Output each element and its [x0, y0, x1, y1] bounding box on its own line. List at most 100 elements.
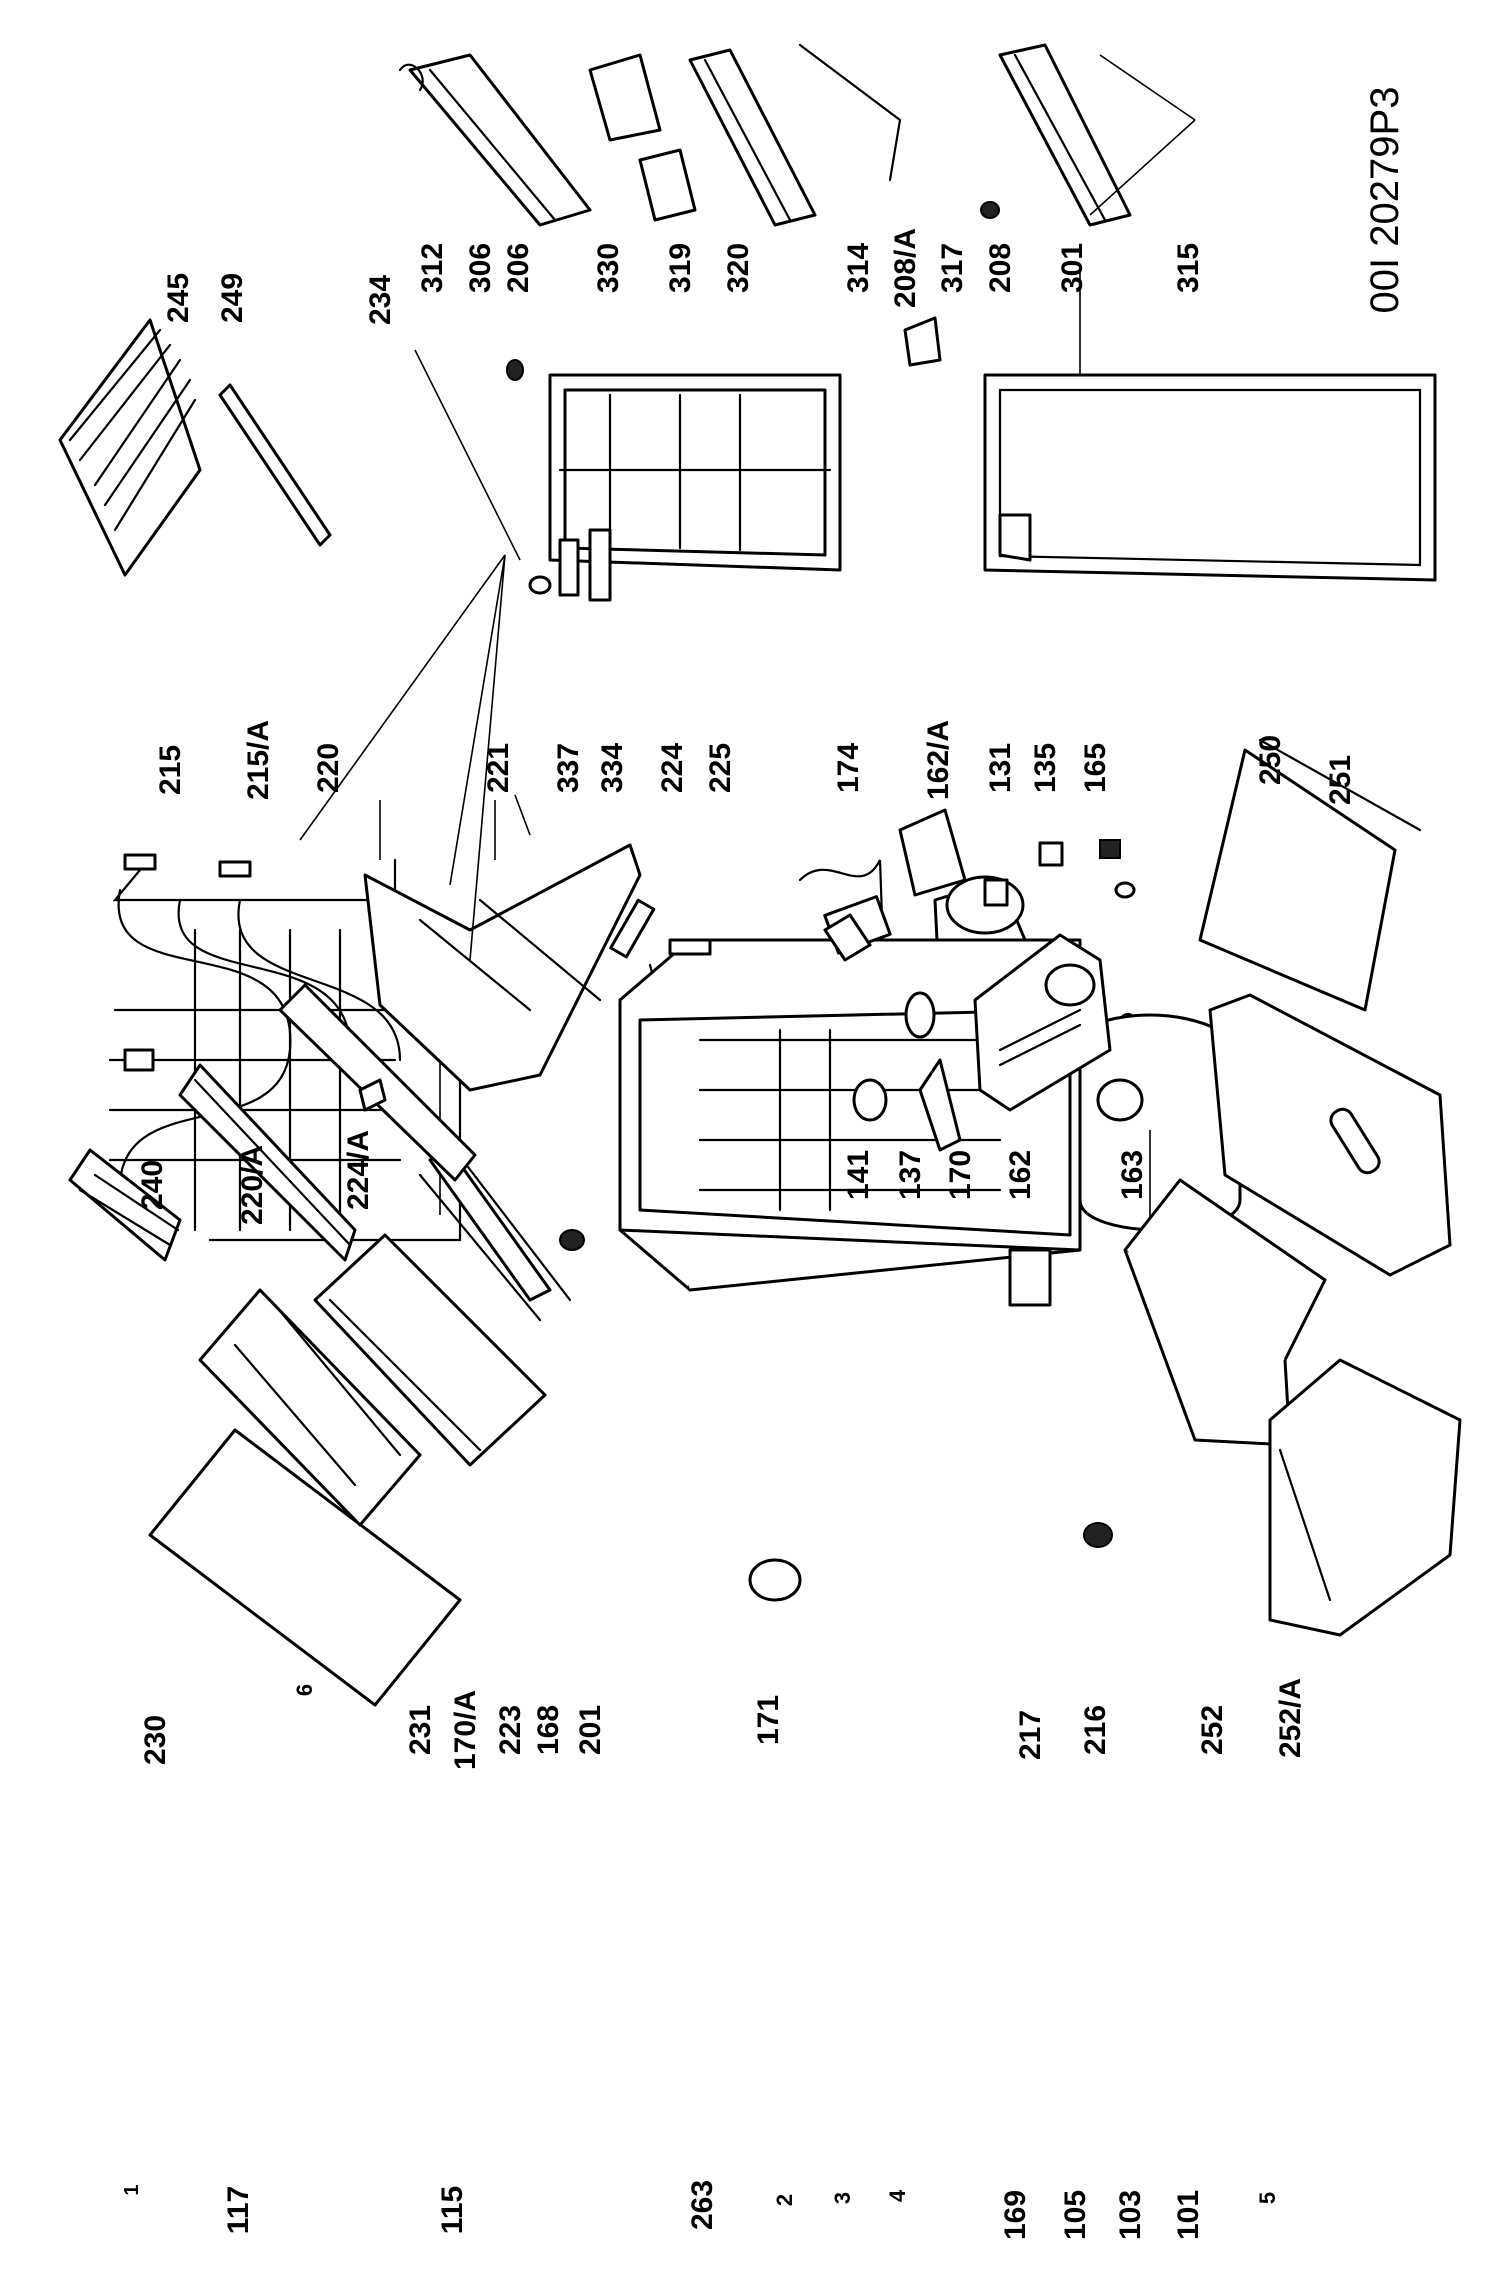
part-label: 319	[664, 243, 697, 293]
leader-lines	[299, 54, 1196, 961]
door-shelf-306	[408, 53, 592, 227]
part-label: 117	[222, 2186, 255, 2234]
clip-part	[123, 1048, 155, 1072]
part-label: 306	[464, 243, 497, 293]
part-label: 141	[842, 1150, 875, 1200]
part-label: 101	[1172, 2190, 1205, 2240]
part-label: 105	[1059, 2190, 1092, 2240]
egg-tray-b	[638, 148, 697, 222]
part-label: 249	[216, 273, 249, 323]
part-label: 103	[1114, 2190, 1147, 2240]
wire-part	[798, 859, 892, 1147]
shelf-trim	[1258, 738, 1422, 832]
thermostat-housing	[973, 933, 1112, 1112]
part-label: 312	[416, 243, 449, 293]
plate-334	[588, 528, 612, 602]
knob-part	[1099, 839, 1121, 859]
part-label: 4	[885, 2189, 910, 2202]
part-label: 1	[121, 2184, 143, 2195]
part-label: 252	[1196, 1705, 1229, 1755]
drawing-code: 00I 20279P3	[1363, 87, 1407, 314]
spring-clip	[398, 63, 424, 92]
part-label: 220	[312, 743, 345, 793]
rail-part	[453, 1148, 572, 1302]
part-label: 162	[1004, 1150, 1037, 1200]
screw-206	[506, 359, 524, 381]
cabinet	[618, 938, 1082, 1602]
part-label: 240	[136, 1160, 169, 1210]
part-label: 252/A	[1274, 1678, 1307, 1758]
part-label: 208/A	[889, 228, 922, 308]
hinge-pin	[123, 853, 157, 871]
part-label: 171	[752, 1695, 785, 1745]
hinge-pin-a	[218, 860, 252, 878]
part-label: 215	[154, 745, 187, 795]
part-label: 2	[772, 2194, 797, 2206]
ice-tray	[68, 1148, 182, 1262]
part-label: 230	[139, 1715, 172, 1765]
egg-tray	[588, 53, 662, 142]
part-label: 174	[832, 743, 865, 793]
part-label: 224	[656, 743, 689, 793]
hinge-bracket	[903, 316, 942, 367]
door-inner-liner	[548, 373, 842, 572]
glass-shelf	[148, 1428, 462, 1707]
door-shelf-320	[688, 48, 817, 227]
plate-337	[558, 538, 580, 597]
part-label: 206	[502, 243, 535, 293]
hinge-cap	[998, 513, 1032, 562]
crisper-drawer-a	[1268, 1358, 1462, 1637]
freezer-door-frame	[178, 1063, 357, 1262]
glass-shelf-large	[1198, 748, 1397, 1012]
crisper-cover	[198, 1288, 422, 1527]
part-label: 221	[482, 743, 515, 793]
bracket-part	[609, 898, 656, 959]
part-label: 225	[704, 743, 737, 793]
part-label: 170/A	[449, 1690, 482, 1770]
condenser-coil	[108, 858, 462, 1242]
evaporator-shelf	[313, 1233, 547, 1467]
part-label: 251	[1324, 755, 1357, 805]
lamp-cover	[918, 1058, 962, 1152]
lamp-socket	[904, 991, 936, 1039]
part-label: 216	[1079, 1705, 1112, 1755]
part-label: 220/A	[236, 1145, 269, 1225]
part-label: 263	[686, 2180, 719, 2230]
bushing-part	[980, 201, 1000, 219]
part-label: 169	[999, 2190, 1032, 2240]
bracket-part-b	[668, 938, 712, 956]
part-label: 301	[1056, 243, 1089, 293]
wire-shelf	[58, 318, 202, 577]
part-label: 3	[830, 2192, 855, 2204]
base-plate	[1208, 993, 1452, 1277]
part-label: 224/A	[342, 1130, 375, 1210]
part-label: 315	[1172, 243, 1205, 293]
part-label: 234	[364, 275, 397, 325]
part-label: 337	[552, 743, 585, 793]
part-label: 201	[574, 1705, 607, 1755]
lamp-bulb	[852, 1078, 888, 1122]
part-label: 314	[842, 243, 875, 293]
door-rod	[798, 43, 902, 182]
part-label: 231	[404, 1705, 437, 1755]
part-label: 165	[1079, 743, 1112, 793]
part-labels: 1 117 115 263 2 3 4 169 105 103 101 5 23…	[121, 228, 1357, 2240]
part-label: 6	[292, 1684, 317, 1696]
part-label: 217	[1014, 1710, 1047, 1760]
part-label: 317	[936, 243, 969, 293]
mounting-bracket	[898, 808, 967, 897]
shelf-trim-rod	[218, 383, 332, 547]
part-label: 334	[596, 743, 629, 793]
part-label: 168	[532, 1705, 565, 1755]
foot-part	[1083, 1522, 1113, 1548]
plate-174	[823, 913, 872, 962]
clip-part-a	[358, 1078, 387, 1112]
part-label: 223	[494, 1705, 527, 1755]
part-label: 137	[894, 1150, 927, 1200]
washer-part	[1114, 881, 1136, 899]
evaporator	[363, 843, 642, 1092]
door-gasket	[983, 373, 1437, 582]
part-label: 320	[722, 243, 755, 293]
hinge-part	[1008, 1248, 1052, 1307]
